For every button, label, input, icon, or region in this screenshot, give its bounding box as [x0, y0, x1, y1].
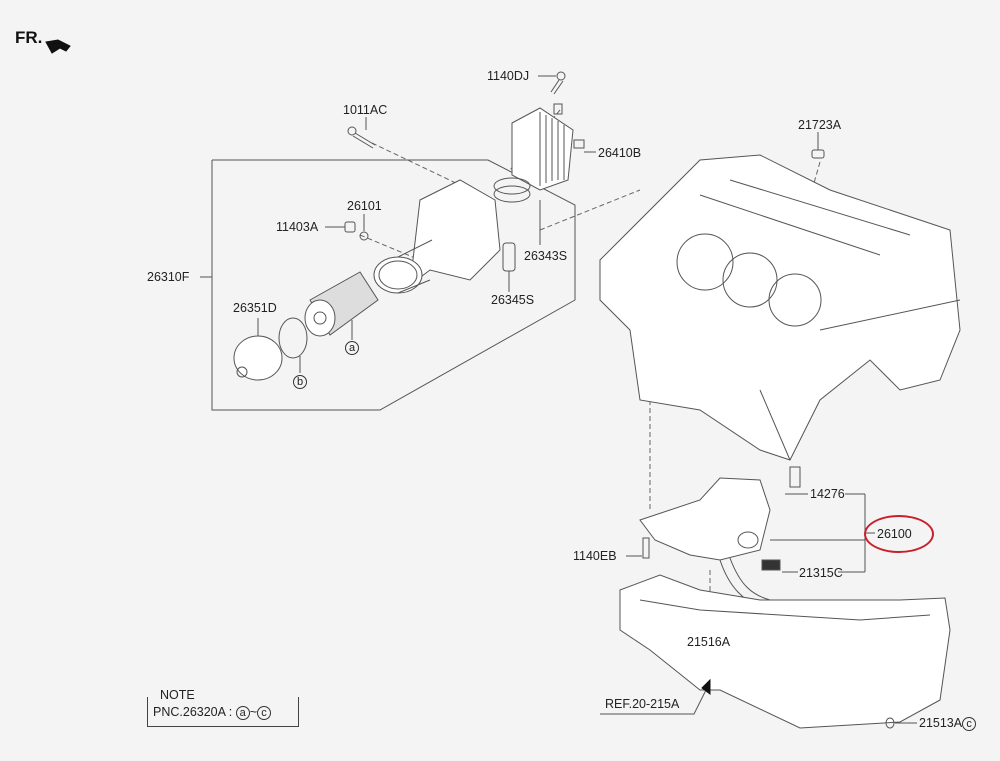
- note-range-sep: ~: [249, 705, 258, 719]
- part-label-26343S[interactable]: 26343S: [524, 249, 568, 263]
- oil-pan: [619, 574, 951, 729]
- note-pnc-label: PNC.26320A :: [153, 705, 233, 719]
- part-label-21723A[interactable]: 21723A: [798, 118, 842, 132]
- note-range-to: c: [257, 705, 272, 720]
- oil-cooler-26410B: [511, 103, 596, 191]
- callout-b-circle: b: [293, 374, 307, 389]
- reference-label[interactable]: REF.20-215A: [605, 697, 680, 711]
- note-body: PNC.26320A : a~c: [153, 705, 272, 720]
- part-label-26101[interactable]: 26101: [347, 199, 382, 213]
- engine-block: [599, 154, 961, 461]
- filter-assembly-frame: [211, 159, 576, 411]
- note-title: NOTE: [158, 688, 197, 702]
- highlight-circle: [864, 515, 934, 553]
- direction-arrow-icon: [45, 39, 71, 54]
- note-range-from: a: [235, 705, 250, 720]
- part-label-1140EB[interactable]: 1140EB: [573, 549, 617, 563]
- part-label-21315C[interactable]: 21315C: [799, 566, 843, 580]
- part-label-1011AC[interactable]: 1011AC: [343, 103, 388, 117]
- callout-c-circle: c: [962, 716, 977, 731]
- part-label-1140DJ[interactable]: 1140DJ: [487, 69, 530, 83]
- note-box: [147, 697, 299, 727]
- callout-a-circle: a: [345, 340, 359, 355]
- part-label-26100[interactable]: 26100: [877, 527, 912, 541]
- filter-cap-26351D: [233, 318, 283, 381]
- part-label-26345S[interactable]: 26345S: [491, 293, 535, 307]
- part-label-21513A-text: 21513A: [919, 716, 963, 730]
- filter-element: [304, 271, 379, 340]
- part-label-14276[interactable]: 14276: [810, 487, 845, 501]
- filter-housing: [373, 179, 501, 294]
- gasket-26345S: [502, 242, 516, 272]
- callout-b: b: [293, 374, 307, 389]
- bolt-1140DJ: [538, 71, 566, 95]
- callout-a: a: [345, 340, 359, 355]
- part-label-26410B[interactable]: 26410B: [598, 146, 642, 160]
- part-label-11403A[interactable]: 11403A: [276, 220, 319, 234]
- part-label-26351D[interactable]: 26351D: [233, 301, 277, 315]
- part-label-21516A[interactable]: 21516A: [687, 635, 731, 649]
- bolt-1011AC: [347, 117, 376, 149]
- orientation-label: FR.: [15, 28, 43, 47]
- part-label-26310F[interactable]: 26310F: [147, 270, 190, 284]
